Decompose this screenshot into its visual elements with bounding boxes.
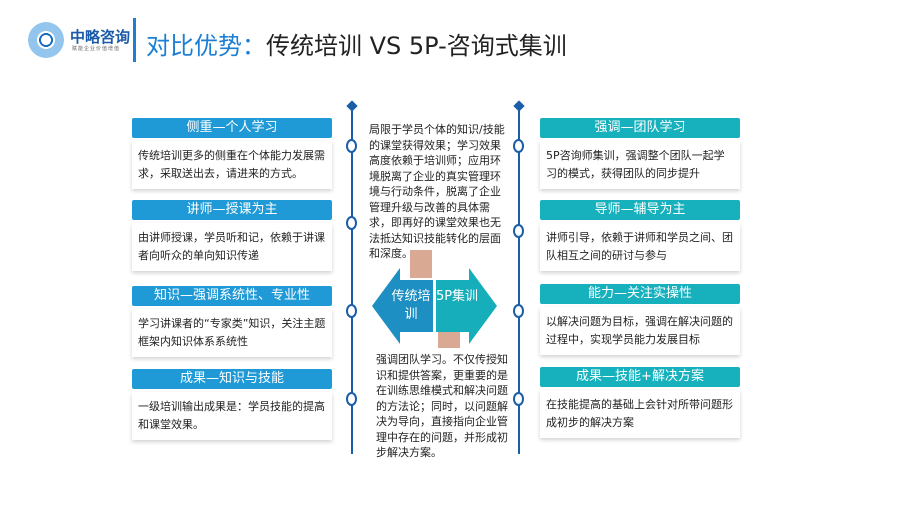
right-card-1: 强调—团队学习 5P咨询师集训，强调整个团队一起学习的模式，获得团队的同步提升 xyxy=(540,118,740,189)
right-card-3: 能力—关注实操性以解决问题为目标，强调在解决问题的过程中，实现学员能力发展目标 xyxy=(540,284,740,355)
right-card-2: 导师—辅导为主讲师引导，依赖于讲师和学员之间、团队相互之间的研讨与参与 xyxy=(540,200,740,271)
right-card-4: 成果—技能+解决方案在技能提高的基础上会针对所带问题形成初步的解决方案 xyxy=(540,367,740,438)
logo-icon xyxy=(28,22,64,58)
card-body: 在技能提高的基础上会针对所带问题形成初步的解决方案 xyxy=(540,390,740,438)
logo-name: 中略咨询 xyxy=(70,28,131,46)
timeline-dot xyxy=(513,224,524,238)
diamond-icon xyxy=(513,100,525,112)
up-arrow-icon xyxy=(410,250,432,278)
title-highlight: 对比优势： xyxy=(146,32,266,60)
timeline-right xyxy=(518,104,520,454)
left-card-1: 侧重—个人学习传统培训更多的侧重在个体能力发展需求，采取送出去，请进来的方式。 xyxy=(132,118,332,189)
card-title: 侧重—个人学习 xyxy=(132,118,332,138)
traditional-description: 局限于学员个体的知识/技能的课堂获得效果；学习效果高度依赖于培训师；应用环境脱离… xyxy=(369,123,505,260)
timeline-dot xyxy=(346,392,357,406)
5p-label: 5P集训 xyxy=(435,289,479,304)
card-title: 导师—辅导为主 xyxy=(540,200,740,220)
card-title: 成果—知识与技能 xyxy=(132,369,332,389)
right-arrow-body xyxy=(436,280,469,332)
left-card-4: 成果—知识与技能一级培训输出成果是：学员技能的提高和课堂效果。 xyxy=(132,369,332,440)
right-arrow-head xyxy=(469,268,497,344)
timeline-dot xyxy=(346,216,357,230)
timeline-left xyxy=(351,104,353,454)
card-body: 以解决问题为目标，强调在解决问题的过程中，实现学员能力发展目标 xyxy=(540,307,740,355)
logo-tagline: 赋能企业价值增值 xyxy=(72,46,121,52)
timeline-dot xyxy=(513,392,524,406)
card-title: 能力—关注实操性 xyxy=(540,284,740,304)
timeline-dot xyxy=(513,139,524,153)
title-divider xyxy=(133,18,136,62)
timeline-dot xyxy=(346,139,357,153)
5p-description: 强调团队学习。不仅传授知识和提供答案，更重要的是在训练思维模式和解决问题的方法论… xyxy=(376,353,508,459)
card-title: 强调—团队学习 xyxy=(540,118,740,138)
card-body: 一级培训输出成果是：学员技能的提高和课堂效果。 xyxy=(132,392,332,440)
diamond-icon xyxy=(346,100,358,112)
timeline-dot xyxy=(513,304,524,318)
card-body: 学习讲课者的“专家类”知识，关注主题框架内知识体系系统性 xyxy=(132,309,332,357)
card-body: 讲师引导，依赖于讲师和学员之间、团队相互之间的研讨与参与 xyxy=(540,223,740,271)
title-rest: 传统培训 VS 5P-咨询式集训 xyxy=(266,32,567,60)
card-body: 5P咨询师集训，强调整个团队一起学习的模式，获得团队的同步提升 xyxy=(540,141,740,189)
left-card-3: 知识—强调系统性、专业性学习讲课者的“专家类”知识，关注主题框架内知识体系系统性 xyxy=(132,286,332,357)
left-arrow-head xyxy=(372,268,400,344)
card-body: 由讲师授课，学员听和记，依赖于讲课者向听众的单向知识传递 xyxy=(132,223,332,271)
card-title: 成果—技能+解决方案 xyxy=(540,367,740,387)
card-title: 讲师—授课为主 xyxy=(132,200,332,220)
left-card-2: 讲师—授课为主由讲师授课，学员听和记，依赖于讲课者向听众的单向知识传递 xyxy=(132,200,332,271)
card-body: 传统培训更多的侧重在个体能力发展需求，采取送出去，请进来的方式。 xyxy=(132,141,332,189)
card-title: 知识—强调系统性、专业性 xyxy=(132,286,332,306)
traditional-label: 传统培训 xyxy=(391,289,431,322)
timeline-dot xyxy=(346,304,357,318)
page-title: 对比优势：传统培训 VS 5P-咨询式集训 xyxy=(146,26,567,61)
left-arrow-body xyxy=(400,280,433,332)
